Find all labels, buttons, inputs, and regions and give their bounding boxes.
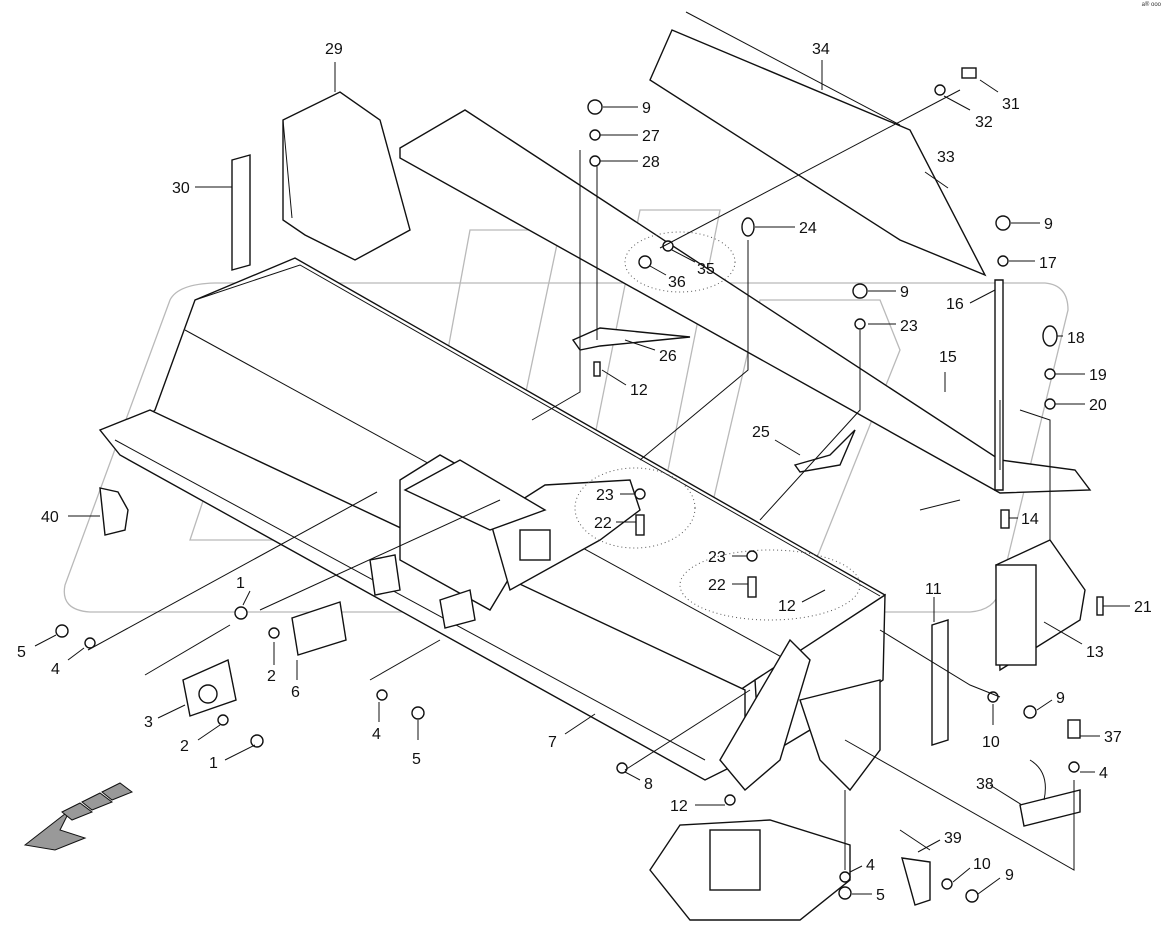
callout-27: 27 bbox=[642, 128, 660, 145]
callout-24: 24 bbox=[799, 220, 817, 237]
callout-33: 33 bbox=[937, 149, 955, 166]
callout-4: 4 bbox=[51, 661, 60, 678]
callout-4: 4 bbox=[866, 857, 875, 874]
callout-22: 22 bbox=[708, 577, 726, 594]
callout-21: 21 bbox=[1134, 599, 1152, 616]
callout-9: 9 bbox=[1044, 216, 1053, 233]
gearbox-housing bbox=[649, 819, 851, 921]
callout-14: 14 bbox=[1021, 511, 1039, 528]
callout-30: 30 bbox=[172, 180, 190, 197]
group-22-23-b bbox=[679, 549, 861, 621]
callout-25: 25 bbox=[752, 424, 770, 441]
callout-18: 18 bbox=[1067, 330, 1085, 347]
frame-top-plate bbox=[98, 257, 886, 792]
strip-30 bbox=[231, 154, 251, 271]
bracket-25 bbox=[793, 429, 856, 473]
rear-shield-29 bbox=[282, 91, 411, 261]
callout-28: 28 bbox=[642, 154, 660, 171]
callout-34: 34 bbox=[812, 41, 830, 58]
rod-16 bbox=[994, 279, 1004, 491]
callout-12: 12 bbox=[778, 598, 796, 615]
callout-3: 3 bbox=[144, 714, 153, 731]
callout-39: 39 bbox=[944, 830, 962, 847]
strip-11 bbox=[931, 619, 949, 746]
callout-9: 9 bbox=[642, 100, 651, 117]
callout-36: 36 bbox=[668, 274, 686, 291]
bracket-38 bbox=[1019, 759, 1081, 827]
callout-15: 15 bbox=[939, 349, 957, 366]
callout-5: 5 bbox=[412, 751, 421, 768]
callout-10: 10 bbox=[982, 734, 1000, 751]
callout-8: 8 bbox=[644, 776, 653, 793]
assembly-lines bbox=[87, 89, 1075, 871]
callout-6: 6 bbox=[291, 684, 300, 701]
callout-9: 9 bbox=[900, 284, 909, 301]
callout-32: 32 bbox=[975, 114, 993, 131]
callout-11: 11 bbox=[925, 581, 942, 598]
callout-29: 29 bbox=[325, 41, 343, 58]
callout-1: 1 bbox=[209, 755, 218, 772]
corner-mark: a® ooo bbox=[1141, 2, 1161, 8]
callout-1: 1 bbox=[236, 575, 245, 592]
callout-23: 23 bbox=[708, 549, 726, 566]
callout-4: 4 bbox=[1099, 765, 1108, 782]
callouts: 1 1 2 2 3 4 4 4 4 5 5 5 6 7 bbox=[17, 41, 1152, 904]
crossbar-15 bbox=[399, 109, 1092, 494]
plate-6 bbox=[291, 601, 347, 656]
callout-13: 13 bbox=[1086, 644, 1104, 661]
callout-31: 31 bbox=[1002, 96, 1020, 113]
group-35-36 bbox=[624, 231, 736, 293]
callout-2: 2 bbox=[180, 738, 189, 755]
callout-20: 20 bbox=[1089, 397, 1107, 414]
direction-arrow bbox=[23, 782, 134, 851]
callout-12: 12 bbox=[630, 382, 648, 399]
callout-38: 38 bbox=[976, 776, 994, 793]
callout-7: 7 bbox=[548, 734, 557, 751]
callout-2: 2 bbox=[267, 668, 276, 685]
callout-23: 23 bbox=[900, 318, 918, 335]
center-bracket bbox=[369, 454, 641, 629]
callout-12: 12 bbox=[670, 798, 688, 815]
group-22-23-a bbox=[574, 467, 696, 549]
callout-23: 23 bbox=[596, 487, 614, 504]
callout-22: 22 bbox=[594, 515, 612, 532]
callout-16: 16 bbox=[946, 296, 964, 313]
bracket-26 bbox=[571, 327, 691, 351]
callout-5: 5 bbox=[17, 644, 26, 661]
bracket-40 bbox=[99, 487, 129, 536]
callout-9: 9 bbox=[1005, 867, 1014, 884]
bracket-39 bbox=[901, 857, 931, 906]
bearing-3 bbox=[182, 659, 237, 717]
callout-17: 17 bbox=[1039, 255, 1057, 272]
fasteners bbox=[55, 67, 1104, 903]
callout-4: 4 bbox=[372, 726, 381, 743]
callout-40: 40 bbox=[41, 509, 59, 526]
callout-26: 26 bbox=[659, 348, 677, 365]
callout-35: 35 bbox=[697, 261, 715, 278]
side-shield-13 bbox=[995, 539, 1086, 672]
callout-9: 9 bbox=[1056, 690, 1065, 707]
callout-37: 37 bbox=[1104, 729, 1122, 746]
callout-19: 19 bbox=[1089, 367, 1107, 384]
top-shield-34 bbox=[649, 11, 987, 277]
callout-10: 10 bbox=[973, 856, 991, 873]
callout-5: 5 bbox=[876, 887, 885, 904]
